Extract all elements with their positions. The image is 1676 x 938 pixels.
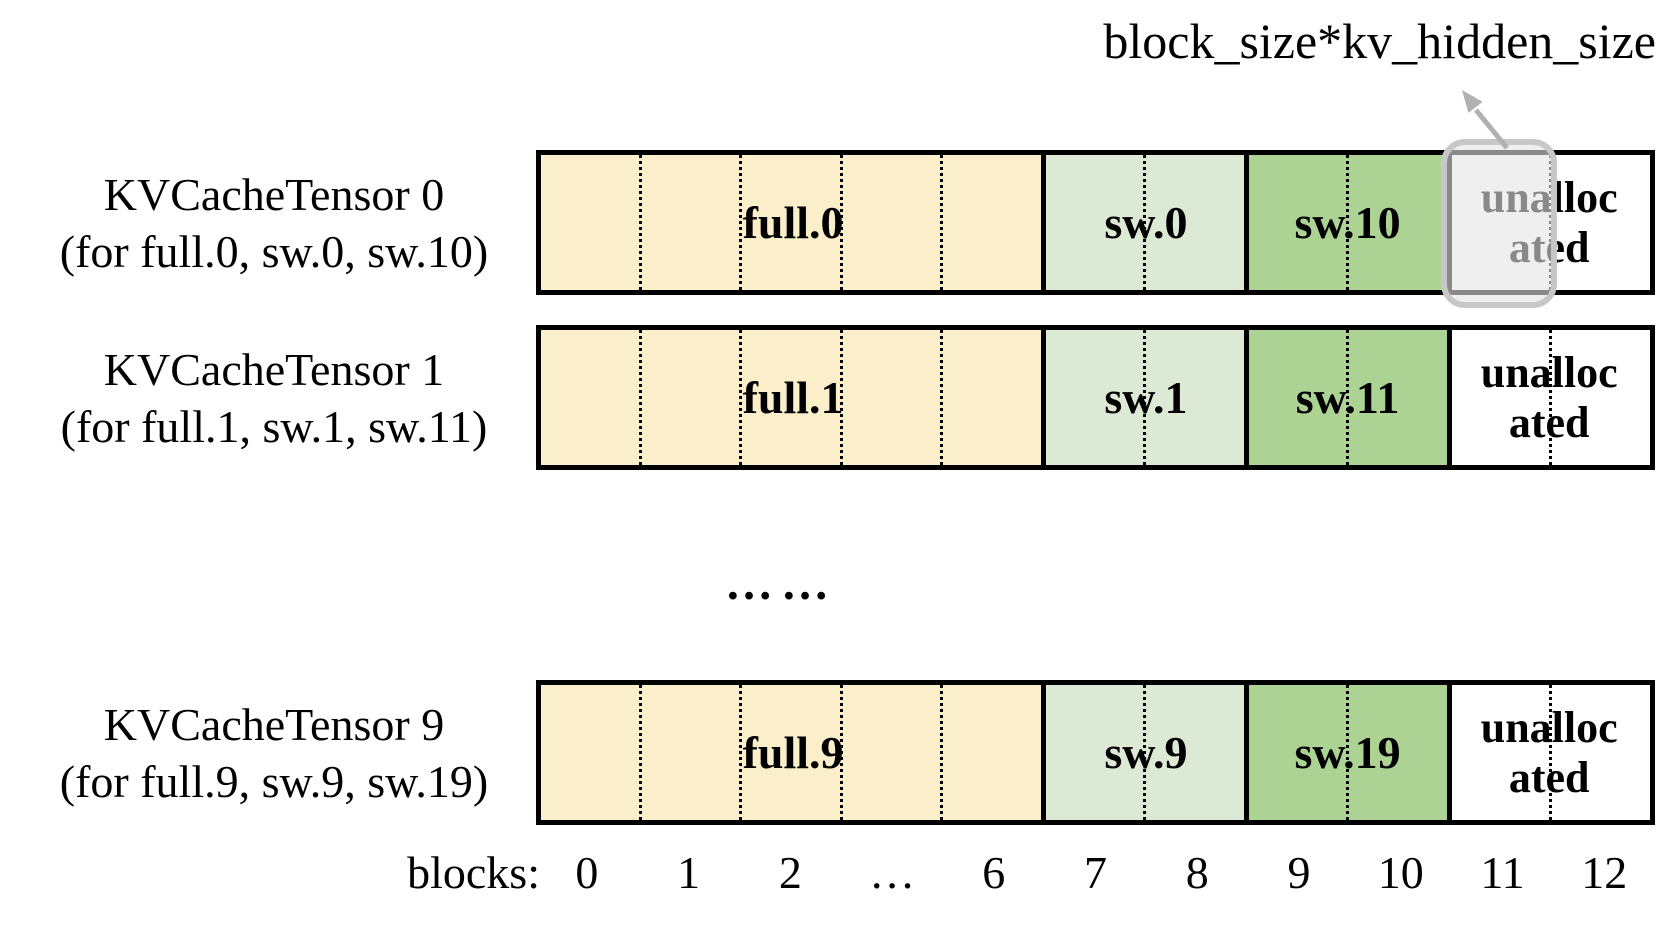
tensor-row-9-title: KVCacheTensor 9 (103, 698, 445, 750)
blocks-axis-ticks: 0 1 2 … 6 7 8 9 10 11 12 (536, 846, 1655, 899)
block-cell (541, 155, 639, 290)
block-cell (1549, 155, 1651, 290)
tensor-row-9-label: KVCacheTensor 9 (for full.9, sw.9, sw.19… (28, 696, 520, 810)
block-cell (940, 155, 1041, 290)
axis-tick: 9 (1287, 847, 1311, 898)
block-cell (739, 155, 840, 290)
tensor-row-0-label: KVCacheTensor 0 (for full.0, sw.0, sw.10… (28, 166, 520, 280)
tensor-row-0: KVCacheTensor 0 (for full.0, sw.0, sw.10… (0, 150, 1676, 295)
tensor-row-1: KVCacheTensor 1 (for full.1, sw.1, sw.11… (0, 325, 1676, 470)
block-cell (1346, 685, 1447, 820)
block-cell (839, 155, 941, 290)
axis-tick: 10 (1377, 847, 1424, 898)
block-cell (638, 155, 740, 290)
block-cell (839, 330, 941, 465)
axis-tick: 8 (1185, 847, 1209, 898)
tensor-row-1-label: KVCacheTensor 1 (for full.1, sw.1, sw.11… (28, 341, 520, 455)
block-cell (541, 685, 639, 820)
block-size-annotation: block_size*kv_hidden_size (1103, 13, 1656, 69)
block-cell (1243, 330, 1347, 465)
block-cell (1346, 330, 1447, 465)
tensor-row-9-box: full.9 sw.9 sw.19 unallocated (536, 680, 1655, 825)
block-cell (940, 685, 1041, 820)
tensor-row-9: KVCacheTensor 9 (for full.9, sw.9, sw.19… (0, 680, 1676, 825)
axis-tick: 2 (778, 847, 802, 898)
block-cell (1143, 155, 1244, 290)
axis-tick: 7 (1084, 847, 1108, 898)
tensor-row-1-title: KVCacheTensor 1 (103, 343, 445, 395)
block-cell (541, 330, 639, 465)
rows-ellipsis: …… (725, 557, 837, 610)
block-cell (739, 330, 840, 465)
block-cell (739, 685, 840, 820)
tensor-row-0-cells (541, 155, 1651, 290)
axis-tick: 0 (575, 847, 599, 898)
block-cell (1446, 685, 1550, 820)
block-cell (1549, 685, 1651, 820)
block-cell (638, 330, 740, 465)
block-cell (1243, 685, 1347, 820)
tensor-row-9-cells (541, 685, 1651, 820)
block-cell (940, 330, 1041, 465)
tensor-row-1-cells (541, 330, 1651, 465)
tensor-row-0-subtitle: (for full.0, sw.0, sw.10) (59, 225, 489, 277)
block-cell (839, 685, 941, 820)
block-cell (1040, 685, 1144, 820)
block-cell (1346, 155, 1447, 290)
axis-tick: … (869, 847, 916, 898)
block-cell (1143, 330, 1244, 465)
axis-tick: 6 (982, 847, 1006, 898)
tensor-row-1-subtitle: (for full.1, sw.1, sw.11) (60, 400, 488, 452)
axis-tick: 12 (1581, 847, 1628, 898)
block-cell (1040, 330, 1144, 465)
tensor-row-1-box: full.1 sw.1 sw.11 unallocated (536, 325, 1655, 470)
block-11-highlight (1441, 139, 1557, 308)
block-cell (1040, 155, 1144, 290)
block-cell (1243, 155, 1347, 290)
blocks-axis: blocks: 0 1 2 … 6 7 8 9 10 11 12 (0, 846, 1676, 906)
tensor-row-0-title: KVCacheTensor 0 (103, 168, 445, 220)
axis-tick: 1 (677, 847, 701, 898)
tensor-row-9-subtitle: (for full.9, sw.9, sw.19) (59, 755, 489, 807)
axis-tick: 11 (1480, 847, 1525, 898)
block-cell (638, 685, 740, 820)
block-cell (1549, 330, 1651, 465)
blocks-axis-label: blocks: (407, 847, 540, 898)
annotation-arrow-icon (1462, 90, 1509, 150)
block-cell (1143, 685, 1244, 820)
block-cell (1446, 330, 1550, 465)
